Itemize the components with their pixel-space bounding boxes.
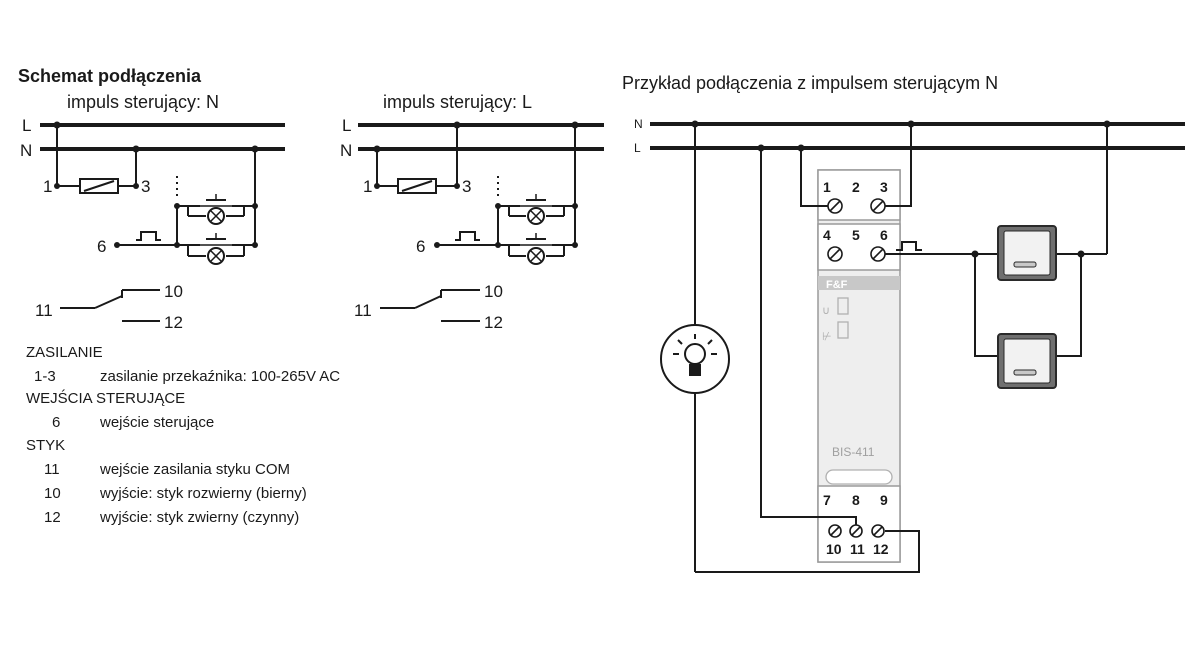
terminal-number-3: 3 — [880, 179, 888, 195]
relay-device-bis411: F&F ∪ ⊬ BIS-411 1 2 3 4 5 6 7 8 9 10 11 … — [817, 169, 901, 563]
terminal-11-label: 11 — [35, 301, 53, 320]
terminal-number-12: 12 — [873, 541, 889, 557]
legend-c10-num: 10 — [44, 485, 61, 502]
legend-input-desc: wejście sterujące — [99, 414, 214, 431]
neon-lamp-icon — [527, 247, 545, 265]
schematic-n-impulse: impuls sterujący: N L N 1 3 — [20, 92, 285, 332]
terminal-1-label: 1 — [363, 177, 372, 196]
terminal-6-label: 6 — [97, 237, 106, 256]
terminal-number-7: 7 — [823, 492, 831, 508]
terminal-10-label: 10 — [484, 282, 503, 301]
svg-text:F&F: F&F — [826, 279, 848, 291]
terminal-10-label: 10 — [164, 282, 183, 301]
terminal-number-6: 6 — [880, 227, 888, 243]
terminal-number-1: 1 — [823, 179, 831, 195]
terminal-number-2: 2 — [852, 179, 860, 195]
terminal-11-label: 11 — [354, 301, 372, 320]
line-label-l: L — [22, 116, 31, 135]
legend-c12-desc: wyjście: styk zwierny (czynny) — [99, 509, 299, 526]
terminal-1-label: 1 — [43, 177, 52, 196]
legend-contact-header: STYK — [26, 437, 65, 454]
terminal-12-label: 12 — [164, 313, 183, 332]
example-title: Przykład podłączenia z impulsem sterując… — [622, 73, 998, 93]
legend-inputs-header: WEJŚCIA STERUJĄCE — [26, 389, 185, 407]
pushbutton-icon — [498, 194, 575, 217]
pushbutton-icon — [177, 194, 255, 217]
line-label-n: N — [340, 141, 352, 160]
pulse-icon — [136, 231, 161, 241]
lamp-icon — [660, 324, 730, 394]
schematic-l-impulse: impuls sterujący: L L N 1 3 — [340, 92, 604, 332]
line-label-n: N — [20, 141, 32, 160]
neon-lamp-icon — [527, 207, 545, 225]
terminal-3-label: 3 — [462, 177, 471, 196]
coil-icon — [79, 178, 119, 194]
neon-lamp-icon — [207, 247, 225, 265]
neon-lamp-icon — [207, 207, 225, 225]
terminal-3-label: 3 — [141, 177, 150, 196]
coil-icon — [397, 178, 437, 194]
legend-c11-desc: wejście zasilania styku COM — [99, 461, 290, 478]
legend-c10-desc: wyjście: styk rozwierny (bierny) — [99, 485, 307, 502]
pushbutton-icon — [177, 233, 255, 257]
schematic-n-subtitle: impuls sterujący: N — [67, 92, 219, 112]
terminal-number-11: 11 — [850, 541, 865, 557]
terminal-number-9: 9 — [880, 492, 888, 508]
legend-power-header: ZASILANIE — [26, 344, 103, 361]
pushbutton-icon — [997, 225, 1057, 281]
line-label-l: L — [342, 116, 351, 135]
pulse-icon — [455, 231, 480, 241]
pushbutton-icon — [498, 233, 575, 257]
legend-power-num: 1-3 — [34, 368, 56, 385]
terminal-6-label: 6 — [416, 237, 425, 256]
terminal-legend: ZASILANIE 1-3 zasilanie przekaźnika: 100… — [26, 344, 340, 526]
legend-power-desc: zasilanie przekaźnika: 100-265V AC — [100, 368, 340, 385]
svg-text:⊬: ⊬ — [822, 331, 832, 343]
terminal-12-label: 12 — [484, 313, 503, 332]
terminal-number-4: 4 — [823, 227, 831, 243]
example-line-n-label: N — [634, 117, 643, 131]
terminal-number-5: 5 — [852, 227, 860, 243]
terminal-number-8: 8 — [852, 492, 860, 508]
example-wiring: Przykład podłączenia z impulsem sterując… — [622, 73, 1185, 573]
pulse-icon — [896, 241, 922, 251]
schematic-l-subtitle: impuls sterujący: L — [383, 92, 532, 112]
example-line-l-label: L — [634, 141, 641, 155]
left-title: Schemat podłączenia — [18, 66, 202, 86]
legend-c12-num: 12 — [44, 509, 61, 526]
legend-input-num: 6 — [52, 414, 60, 431]
legend-c11-num: 11 — [44, 461, 60, 478]
svg-text:∪: ∪ — [822, 305, 830, 317]
pushbutton-icon — [997, 333, 1057, 389]
terminal-number-10: 10 — [826, 541, 842, 557]
device-model-label: BIS-411 — [832, 445, 875, 459]
